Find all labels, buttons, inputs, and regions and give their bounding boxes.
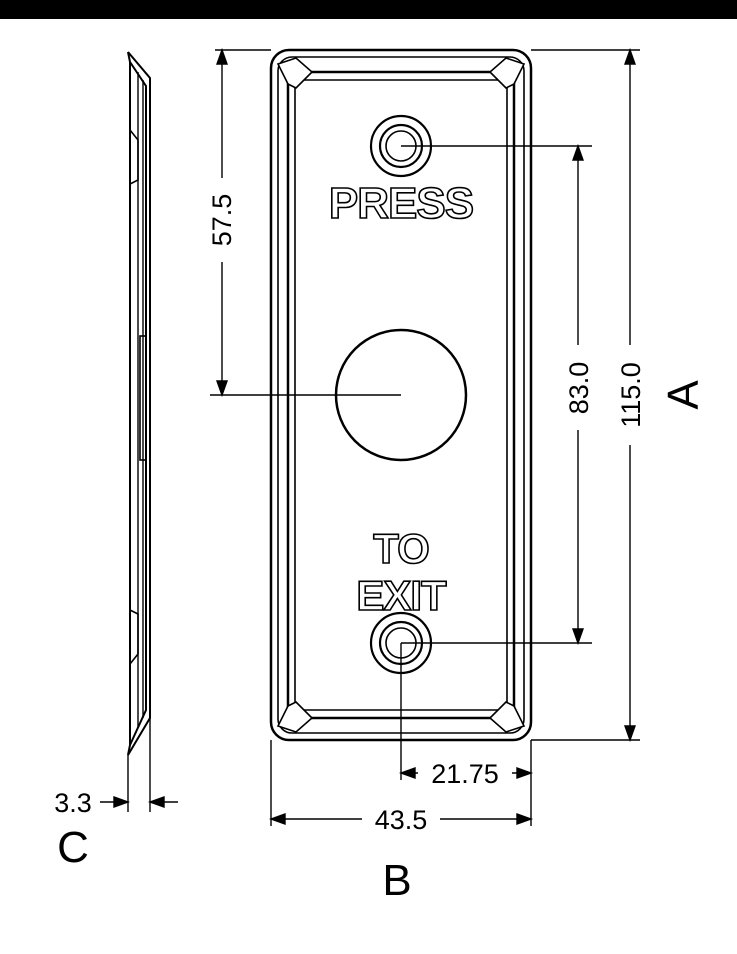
dim-3-3: 3.3 [54, 788, 92, 818]
dim-57-5: 57.5 [207, 194, 237, 247]
label-a: A [659, 380, 708, 410]
label-c: C [57, 823, 89, 872]
engraving-to: TO [373, 525, 429, 572]
dim-115-0: 115.0 [616, 362, 646, 428]
dim-21-75: 21.75 [431, 759, 499, 789]
engraving-press: PRESS [329, 179, 473, 228]
header-bar [0, 0, 737, 19]
side-view [127, 51, 151, 756]
dim-43-5: 43.5 [375, 805, 428, 835]
label-b: B [382, 856, 411, 905]
engraving-exit: EXIT [356, 572, 447, 619]
dimension-lines [100, 47, 640, 826]
dim-83-0: 83.0 [564, 362, 594, 415]
